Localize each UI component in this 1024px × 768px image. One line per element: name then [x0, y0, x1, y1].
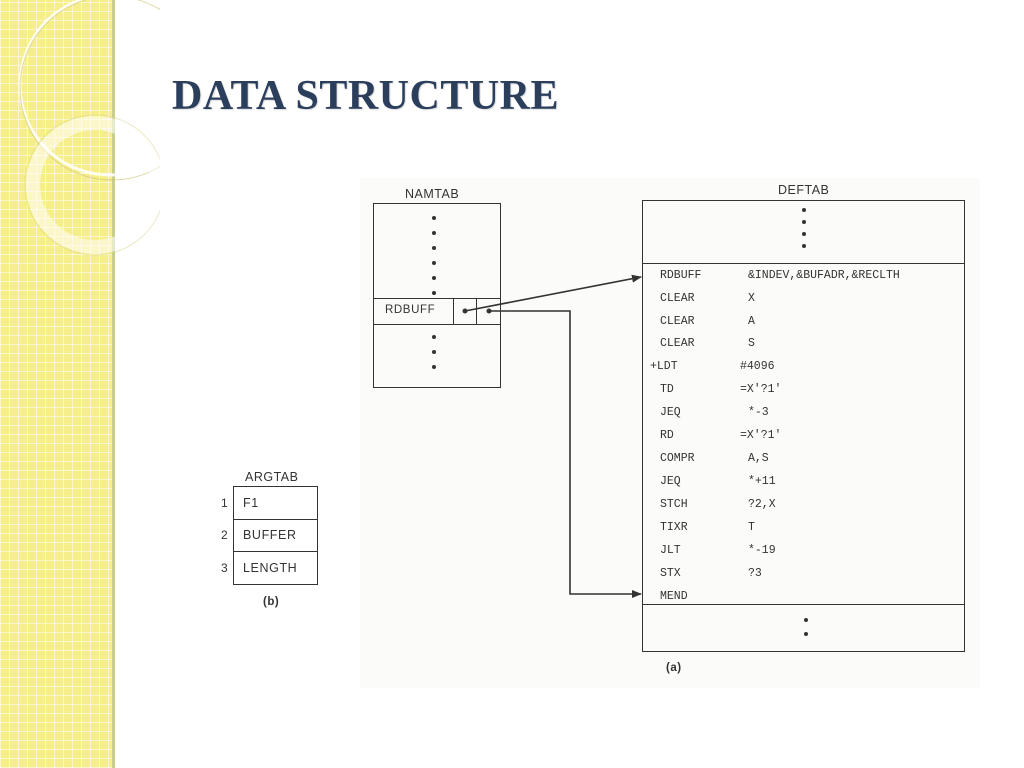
deftab-opcode: TIXR	[660, 521, 688, 534]
deftab-opcode: RD	[660, 429, 674, 442]
deftab-opcode: JEQ	[660, 475, 681, 488]
deftab-opcode: CLEAR	[660, 315, 695, 328]
deftab-operand: =X'?1'	[740, 429, 782, 442]
deftab-opcode: STX	[660, 567, 681, 580]
namtab-top-ellipsis	[432, 216, 436, 295]
deftab-operand: #4096	[740, 360, 775, 373]
namtab-entry-name: RDBUFF	[385, 304, 436, 316]
deftab-opcode: COMPR	[660, 452, 695, 465]
deftab-bottom-ellipsis	[804, 618, 808, 636]
deftab-opcode: JEQ	[660, 406, 681, 419]
deftab-opcode: JLT	[660, 544, 681, 557]
argtab-value: BUFFER	[243, 528, 297, 542]
argtab-value: LENGTH	[243, 561, 298, 575]
namtab-entry-row	[373, 298, 501, 325]
deftab-macro-start-line	[642, 263, 965, 264]
deftab-operand: T	[748, 521, 755, 534]
deftab-operand: *+11	[748, 475, 776, 488]
caption-a: (a)	[666, 662, 682, 674]
deftab-opcode: TD	[660, 383, 674, 396]
deftab-opcode: CLEAR	[660, 292, 695, 305]
namtab-pointer-cells	[453, 298, 477, 325]
argtab-box	[233, 486, 318, 585]
slide-title: DATA STRUCTURE	[172, 73, 560, 119]
deftab-opcode: STCH	[660, 498, 688, 511]
deftab-operand: &INDEV,&BUFADR,&RECLTH	[748, 269, 900, 282]
deftab-operand: A	[748, 315, 755, 328]
argtab-index: 1	[221, 496, 228, 510]
decorative-circles	[18, 0, 160, 256]
deftab-operand: ?2,X	[748, 498, 776, 511]
deftab-operand: =X'?1'	[740, 383, 782, 396]
argtab-index: 2	[221, 528, 228, 542]
deftab-opcode: +LDT	[650, 360, 678, 373]
argtab-row-divider	[233, 519, 318, 520]
deftab-opcode: MEND	[660, 590, 688, 603]
argtab-index: 3	[221, 561, 228, 575]
deftab-operand: *-19	[748, 544, 776, 557]
deftab-operand: S	[748, 337, 755, 350]
deftab-opcode: RDBUFF	[660, 269, 702, 282]
deftab-operand: *-3	[748, 406, 769, 419]
deftab-top-ellipsis	[802, 208, 806, 248]
deftab-operand: X	[748, 292, 755, 305]
deftab-macro-end-line	[642, 604, 965, 605]
namtab-box	[373, 203, 501, 388]
start-pointer-arrow	[462, 274, 642, 314]
argtab-row-divider	[233, 551, 318, 552]
caption-b: (b)	[263, 596, 280, 608]
deftab-label: DEFTAB	[778, 183, 830, 197]
argtab-label: ARGTAB	[245, 470, 299, 484]
deftab-operand: A,S	[748, 452, 769, 465]
deftab-box	[642, 200, 965, 652]
deftab-operand: ?3	[748, 567, 762, 580]
namtab-bottom-ellipsis	[432, 335, 436, 369]
namtab-label: NAMTAB	[405, 187, 460, 201]
deftab-opcode: CLEAR	[660, 337, 695, 350]
strip-border	[112, 0, 115, 768]
end-pointer-arrow	[486, 308, 642, 598]
argtab-value: F1	[243, 496, 259, 510]
